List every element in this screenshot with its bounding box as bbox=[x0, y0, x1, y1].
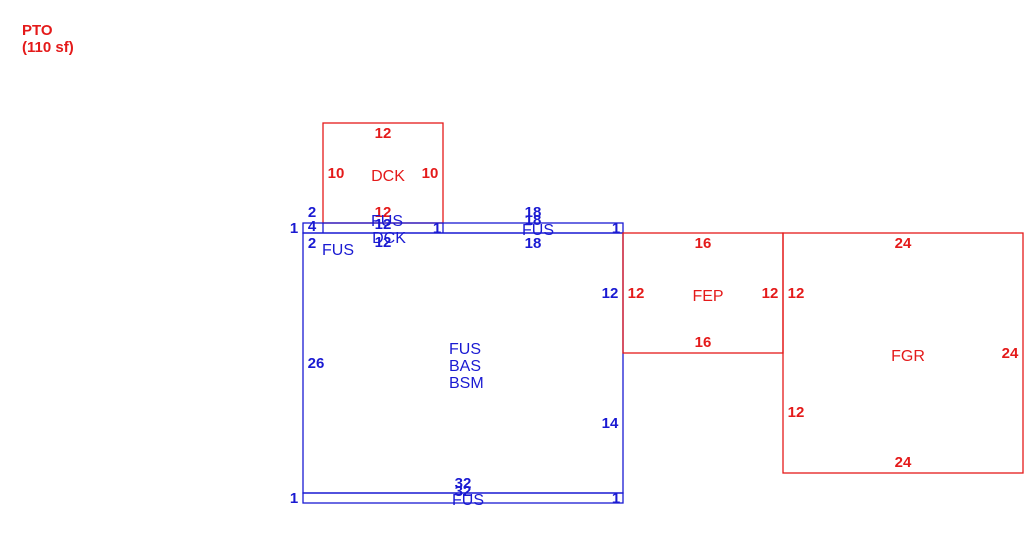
strip-right-top-dim-2: 18 bbox=[525, 212, 542, 229]
fgr-left-lower-dim: 12 bbox=[788, 404, 805, 421]
dck-bottom-dim: 12 bbox=[375, 204, 392, 221]
pto-code: PTO bbox=[22, 22, 53, 39]
strip-left-bottom-dim: 2 bbox=[308, 235, 316, 252]
fgr-top-dim: 24 bbox=[895, 235, 912, 252]
strip-left-mid-dim: 4 bbox=[308, 218, 317, 235]
fgr-right-dim: 24 bbox=[1002, 345, 1019, 362]
strip-left-top-dim: 2 bbox=[308, 204, 316, 221]
strip-right-end-dim: 1 bbox=[612, 220, 620, 237]
main-label-fus: FUS bbox=[449, 341, 481, 358]
main-right-lower-dim: 14 bbox=[602, 415, 619, 432]
fgr-code: FGR bbox=[891, 348, 925, 365]
fep-top-dim: 16 bbox=[695, 235, 712, 252]
dck-code: DCK bbox=[371, 168, 405, 185]
bottom-strip-top-dim-2: 32 bbox=[455, 483, 472, 500]
strip-right-bottom-dim: 18 bbox=[525, 235, 542, 252]
strip-left-end-dim: 1 bbox=[290, 220, 298, 237]
strip-right-top-dim: 18 bbox=[525, 204, 542, 221]
dck-top-dim: 12 bbox=[375, 125, 392, 142]
strip-right-label: FUS bbox=[522, 222, 554, 239]
strip-dck-bottom-dim: 12 bbox=[375, 234, 392, 251]
bottom-strip-label: FUS bbox=[452, 492, 484, 509]
strip-dck-label-dck: DCK bbox=[372, 230, 406, 247]
bottom-strip-outline bbox=[302, 492, 624, 504]
bottom-strip-left-dim: 1 bbox=[290, 490, 298, 507]
bottom-strip-right-dim: 1 bbox=[612, 490, 620, 507]
fep-right-dim: 12 bbox=[762, 285, 779, 302]
pto-area: (110 sf) bbox=[22, 39, 74, 56]
bottom-strip-top-dim: 32 bbox=[455, 475, 472, 492]
main-label-bas: BAS bbox=[449, 358, 481, 375]
fep-bottom-dim: 16 bbox=[695, 334, 712, 351]
strip-dck-top-dim: 12 bbox=[375, 216, 392, 233]
main-right-upper-dim: 12 bbox=[602, 285, 619, 302]
strip-dck-label-fus: FUS bbox=[371, 213, 403, 230]
dck-left-dim: 10 bbox=[328, 165, 345, 182]
fgr-left-upper-dim: 12 bbox=[788, 285, 805, 302]
fep-left-dim: 12 bbox=[628, 285, 645, 302]
strip-dck-end-dim: 1 bbox=[433, 220, 441, 237]
fgr-bottom-dim: 24 bbox=[895, 454, 912, 471]
main-fus-corner-label: FUS bbox=[322, 242, 354, 259]
fep-code: FEP bbox=[692, 288, 723, 305]
upper-strip-outline bbox=[302, 222, 624, 234]
main-left-dim: 26 bbox=[308, 355, 325, 372]
main-label-bsm: BSM bbox=[449, 375, 484, 392]
fgr-outline bbox=[782, 232, 1024, 474]
dck-right-dim: 10 bbox=[422, 165, 439, 182]
